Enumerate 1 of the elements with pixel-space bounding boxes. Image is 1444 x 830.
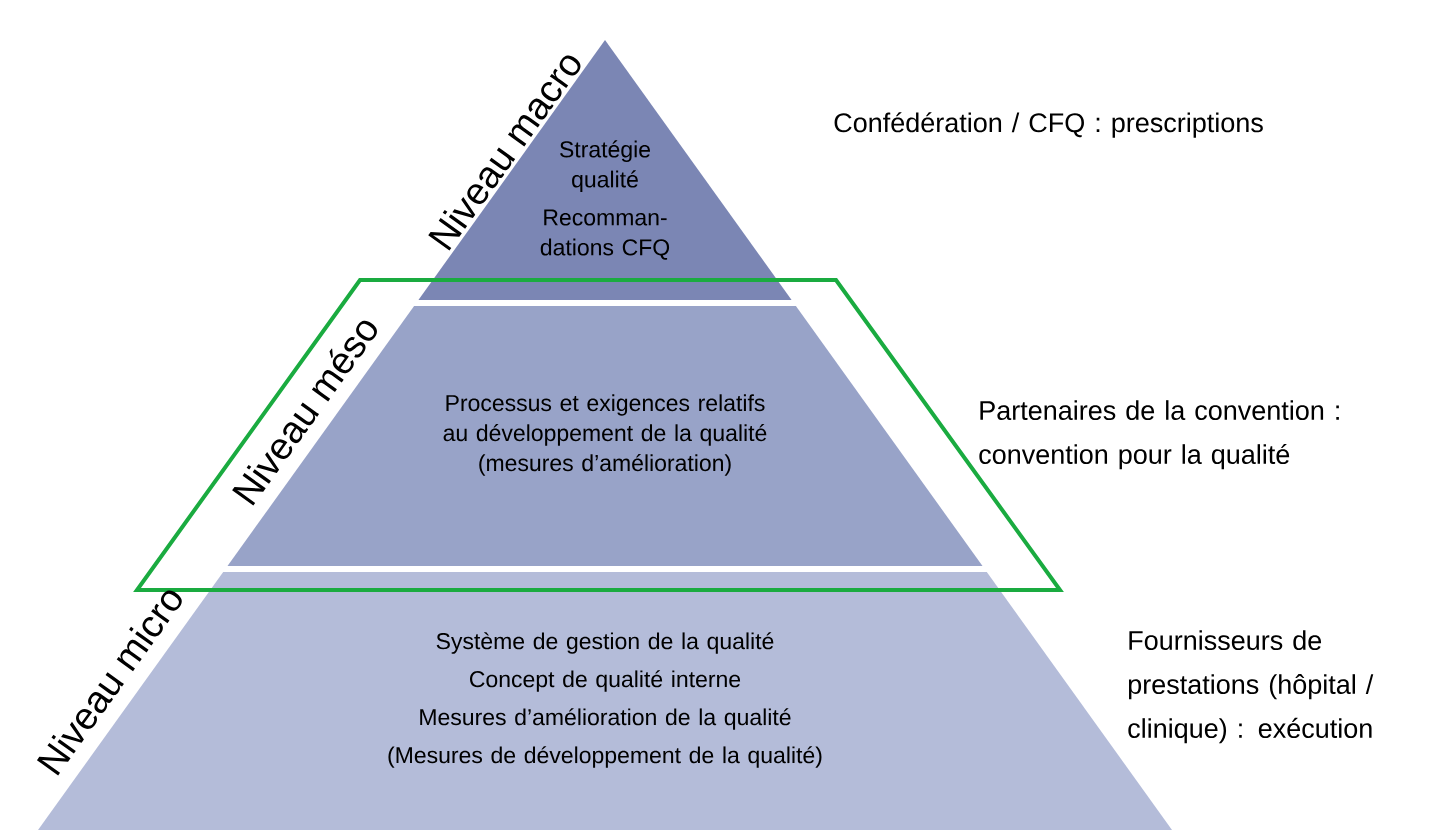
tier-description: Confédération / CFQ : prescriptions [834,112,1263,138]
